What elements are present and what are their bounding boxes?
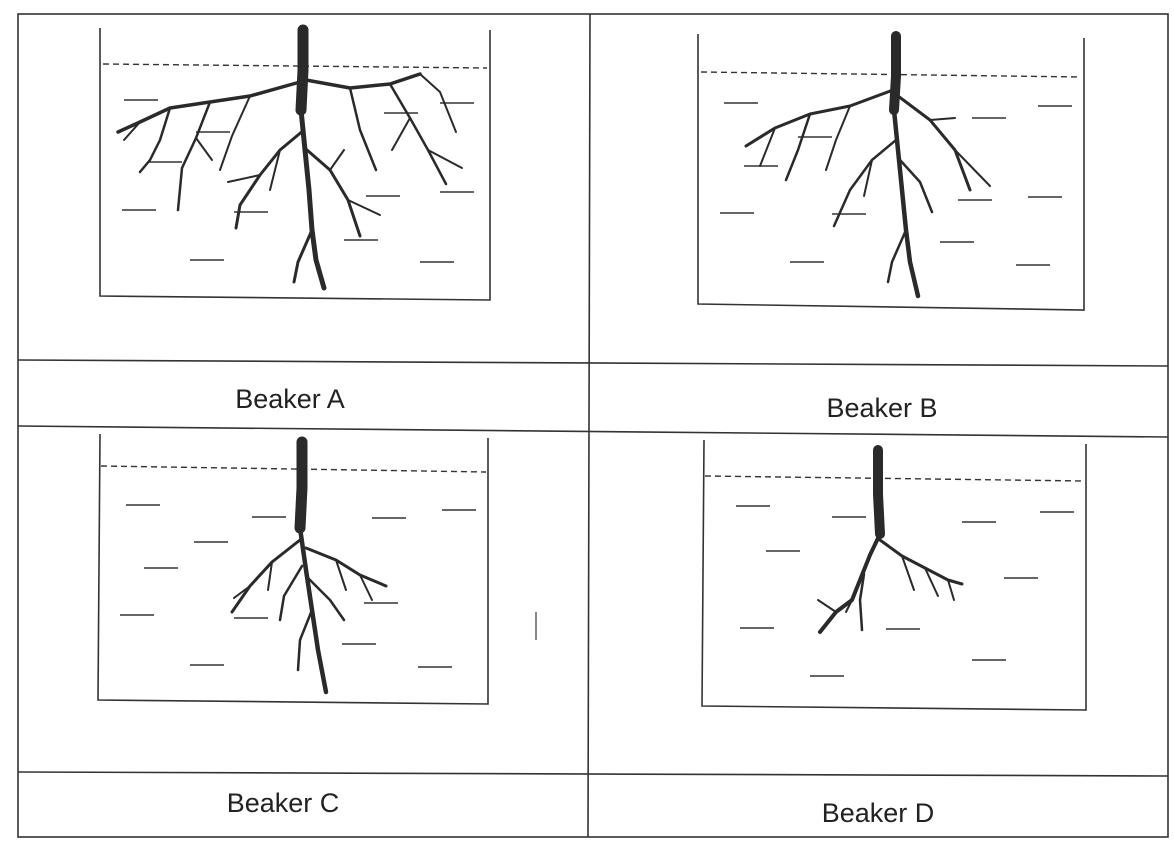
panel-beaker-b: Beaker B [697,31,1085,423]
beaker-c-outline [97,433,489,705]
panel-beaker-a: Beaker A [99,24,491,414]
beaker-a-stem [295,24,309,116]
beaker-d-water-dashes [736,505,1074,677]
table-row-line-2 [17,425,1169,438]
beaker-c-water-dashes [120,504,476,668]
beaker-c-water-line [100,465,487,473]
root-system-beaker-a [116,24,463,291]
beaker-c-label: Beaker C [227,788,340,818]
beaker-b-stem [889,31,901,115]
table-grid [17,13,1169,838]
beaker-c-stem [294,436,308,534]
beaker-d-stem [873,445,885,539]
panel-beaker-d: Beaker D [701,439,1087,828]
table-outer-frame [17,13,1169,838]
beaker-a-outline [99,28,491,301]
table-row-line-3 [17,771,1169,777]
beaker-a-water-dashes [122,99,474,263]
root-system-beaker-d [817,445,964,634]
panel-beaker-c: Beaker C [97,433,537,818]
beaker-b-label: Beaker B [826,393,937,423]
table-row-line-1 [17,359,1169,367]
beaker-d-label: Beaker D [822,798,935,828]
beaker-a-water-line [102,63,488,69]
beaker-b-outline [697,34,1085,311]
root-system-beaker-b [744,31,991,299]
beaker-a-label: Beaker A [235,384,345,414]
table-vertical-divider [587,13,591,838]
root-system-beaker-c [230,436,388,695]
beaker-d-outline [701,439,1087,711]
beaker-d-water-line [704,475,1084,482]
